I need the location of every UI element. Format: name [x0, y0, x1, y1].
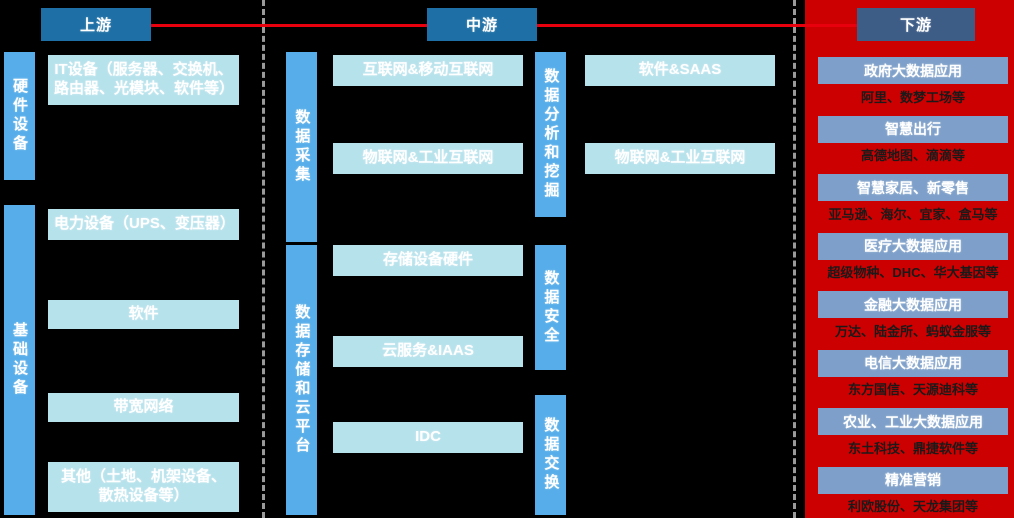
box-iot-industrial[interactable]: 物联网&工业互联网	[333, 143, 523, 174]
column-data-exchange[interactable]: 数据交换	[535, 395, 566, 515]
box-other-equipment[interactable]: 其他（土地、机架设备、散热设备等）	[48, 462, 239, 512]
stage-header-upstream[interactable]: 上游	[41, 8, 151, 41]
column-data-security[interactable]: 数据安全	[535, 245, 566, 370]
box-bandwidth-network[interactable]: 带宽网络	[48, 393, 239, 422]
app-companies-agri-indus: 东土科技、鼎捷软件等	[847, 440, 978, 456]
box-software-saas[interactable]: 软件&SAAS	[585, 55, 775, 86]
app-box-agri-indus[interactable]: 农业、工业大数据应用	[818, 408, 1008, 435]
column-data-analysis[interactable]: 数据分析和挖掘	[535, 52, 566, 217]
separator-midstream-downstream	[793, 0, 796, 518]
separator-upstream-midstream	[262, 0, 265, 518]
rail-infrastructure-equipment[interactable]: 基础设备	[4, 205, 35, 515]
app-box-finance[interactable]: 金融大数据应用	[818, 291, 1008, 318]
app-companies-finance: 万达、陆金所、蚂蚁金服等	[834, 323, 991, 339]
box-cloud-iaas[interactable]: 云服务&IAAS	[333, 336, 523, 367]
app-box-marketing[interactable]: 精准营销	[818, 466, 1008, 494]
app-companies-home-retail: 亚马逊、海尔、宜家、盒马等	[828, 206, 998, 222]
box-it-equipment[interactable]: IT设备（服务器、交换机、路由器、光模块、软件等）	[48, 55, 239, 105]
app-box-home-retail[interactable]: 智慧家居、新零售	[818, 174, 1008, 201]
box-iot-industrial-right[interactable]: 物联网&工业互联网	[585, 143, 775, 174]
app-box-government[interactable]: 政府大数据应用	[818, 57, 1008, 84]
app-companies-medical: 超级物种、DHC、华大基因等	[827, 265, 999, 280]
stage-header-midstream[interactable]: 中游	[427, 8, 537, 41]
column-data-storage-cloud[interactable]: 数据存储和云平台	[286, 245, 317, 515]
app-box-telecom[interactable]: 电信大数据应用	[818, 349, 1008, 377]
box-software[interactable]: 软件	[48, 300, 239, 329]
box-power-equipment[interactable]: 电力设备（UPS、变压器）	[48, 209, 239, 240]
app-companies-telecom: 东方国信、天源迪科等	[847, 382, 978, 397]
app-companies-government: 阿里、数梦工场等	[860, 89, 965, 105]
box-storage-hardware[interactable]: 存储设备硬件	[333, 245, 523, 276]
app-box-medical[interactable]: 医疗大数据应用	[818, 232, 1008, 260]
flow-arrow-segment-right	[520, 24, 880, 27]
app-companies-marketing: 利欧股份、天龙集团等	[847, 499, 978, 514]
box-internet-mobile[interactable]: 互联网&移动互联网	[333, 55, 523, 86]
app-box-mobility[interactable]: 智慧出行	[818, 115, 1008, 143]
app-companies-mobility: 高德地图、滴滴等	[860, 148, 965, 163]
column-data-collection[interactable]: 数据采集	[286, 52, 317, 242]
box-idc[interactable]: IDC	[333, 422, 523, 453]
flow-arrow-segment-left	[142, 24, 442, 27]
stage-header-downstream[interactable]: 下游	[857, 8, 975, 41]
rail-hardware-equipment[interactable]: 硬件设备	[4, 52, 35, 180]
